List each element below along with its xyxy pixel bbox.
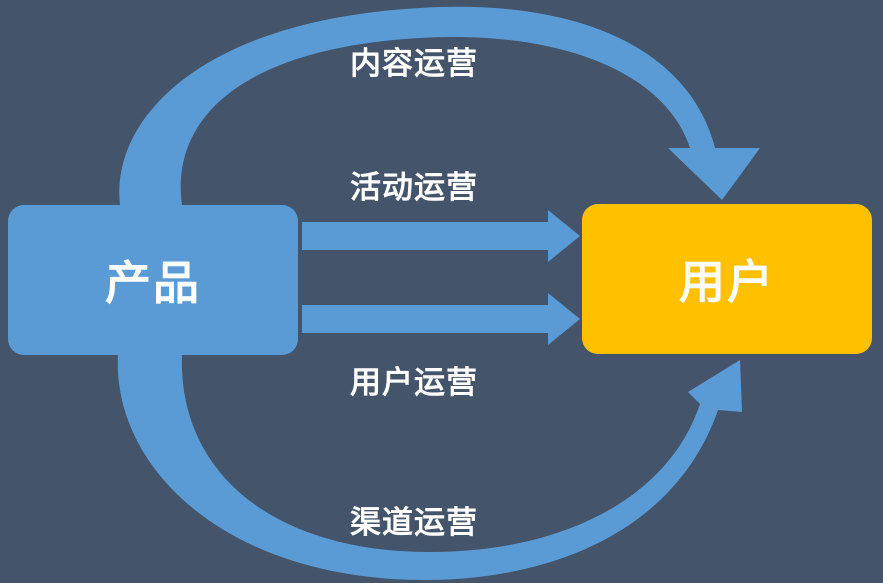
activity-operation-label: 活动运营 (350, 170, 478, 206)
lower-straight-arrow (302, 293, 580, 345)
product-node: 产品 (8, 205, 298, 355)
user-node: 用户 (582, 204, 872, 354)
upper-straight-arrow (302, 210, 580, 262)
user-operation-label: 用户运营 (350, 365, 478, 401)
product-node-label: 产品 (105, 256, 201, 310)
top-curved-arrow (119, 6, 760, 205)
channel-operation-label: 渠道运营 (350, 505, 478, 541)
content-operation-label: 内容运营 (350, 46, 478, 82)
user-node-label: 用户 (679, 255, 775, 309)
bottom-curved-arrow (117, 355, 742, 581)
